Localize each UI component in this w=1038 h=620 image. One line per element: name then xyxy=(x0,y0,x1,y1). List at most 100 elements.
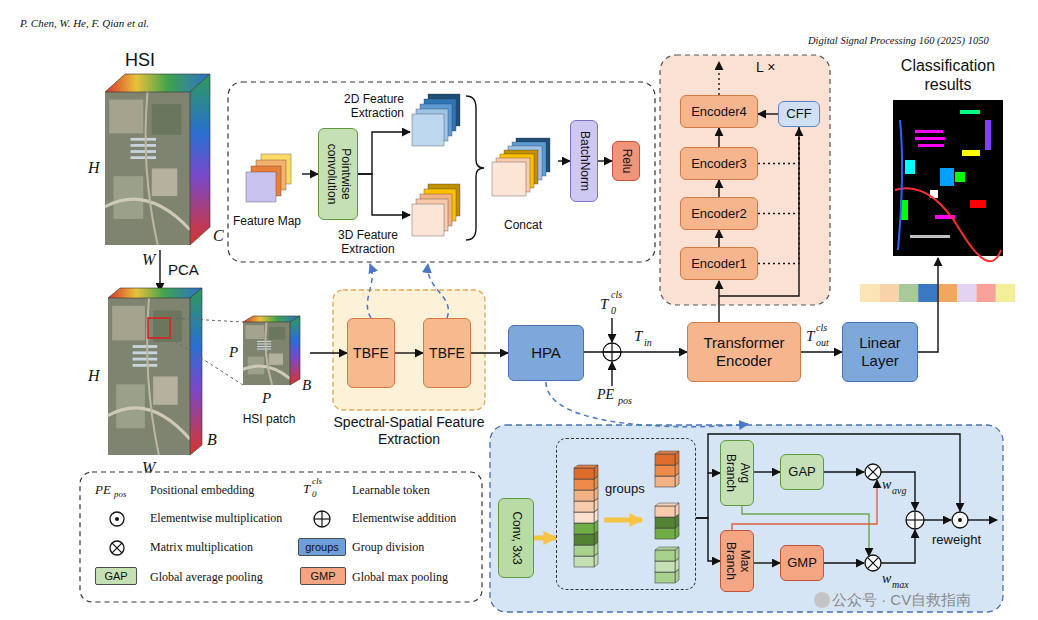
hsi-patch-cube xyxy=(269,354,283,365)
node-text: Conv, 3x3 xyxy=(509,502,523,574)
feature-stack-2d: 2D Feature Extraction xyxy=(410,88,462,150)
node-text: Encoder3 xyxy=(691,156,747,172)
legend-symbol: cls xyxy=(312,477,322,486)
channel-group xyxy=(655,465,675,476)
classification-map: Classification results xyxy=(878,56,1018,258)
connector-arrow xyxy=(358,132,410,174)
hsi-cube xyxy=(131,150,157,153)
channel-group xyxy=(655,572,675,583)
matrix-multiply-symbol xyxy=(865,555,881,571)
matrix-multiply-symbol xyxy=(867,466,878,477)
pca-cube xyxy=(108,288,202,298)
encoder-box: Encoder2 xyxy=(680,197,758,230)
class-score-bar xyxy=(879,284,898,302)
hsi-cube xyxy=(109,100,143,134)
group-division-box: groups xyxy=(556,438,696,590)
node-text: Avg Branch xyxy=(723,444,751,502)
channel-stack xyxy=(574,465,598,468)
legend-text: Elementwise addition xyxy=(352,512,456,524)
channel-group xyxy=(655,517,675,528)
hsi-patch-cube xyxy=(257,348,271,349)
hsi-cube xyxy=(152,104,182,135)
node-text: HSI xyxy=(85,50,195,72)
classification-map-image xyxy=(955,172,965,182)
connector-arrow xyxy=(758,127,799,164)
matrix-multiply-symbol xyxy=(110,541,124,555)
node-text: Encoder2 xyxy=(691,206,747,222)
elementwise-multiply-symbol xyxy=(958,518,962,522)
pca-cube xyxy=(133,345,158,348)
node-text: 2D Feature Extraction xyxy=(336,92,404,121)
connector-arrow xyxy=(696,473,720,518)
encoder-box: Encoder4 xyxy=(680,95,758,128)
connector-arrow xyxy=(395,352,423,353)
patch-marker xyxy=(148,318,170,338)
channel-group xyxy=(655,528,675,539)
connector-arrow xyxy=(534,536,556,541)
channel-stack xyxy=(574,523,594,534)
legend-swatch-label: GMP xyxy=(300,567,346,585)
pca-cube xyxy=(133,364,158,367)
gap-box: GAP xyxy=(780,454,824,490)
watermark-icon xyxy=(814,592,830,608)
pca-cube xyxy=(190,288,202,455)
journal-header: Digital Signal Processing 160 (2025) 105… xyxy=(808,36,989,47)
symbol-subscript: 0 xyxy=(611,306,616,316)
channel-stack xyxy=(574,512,594,523)
hsi-patch: HSI patch xyxy=(228,314,310,426)
concat-brace xyxy=(466,96,484,240)
hsi-cube: HSI xyxy=(85,50,195,250)
legend-symbol: T xyxy=(303,482,310,495)
gmp-box: GMP xyxy=(780,545,824,581)
node-text: L × xyxy=(756,59,796,76)
pca-arrow xyxy=(159,250,160,291)
pca-cube xyxy=(133,351,158,354)
symbol-subscript: max xyxy=(892,580,909,590)
classification-map-image xyxy=(970,200,986,208)
hsi-cube xyxy=(114,176,144,219)
node-text: Feature Map xyxy=(232,214,302,228)
class-score-bar xyxy=(918,284,937,302)
pca-cube xyxy=(112,306,145,341)
hsi-patch-cube xyxy=(257,341,271,342)
dimension-letter: C xyxy=(213,228,224,244)
class-score-bar xyxy=(976,284,995,302)
hsi-patch-cube xyxy=(245,325,264,339)
legend-text: Matrix multiplication xyxy=(150,541,253,553)
pca-cube xyxy=(133,358,158,361)
channel-group xyxy=(655,547,679,550)
channel-group xyxy=(655,451,679,454)
add-symbol xyxy=(914,511,915,529)
encoder-box: Encoder1 xyxy=(680,247,758,280)
connector-arrow xyxy=(358,174,410,215)
hsi-patch-cube xyxy=(290,316,300,385)
concat-stack: Concat xyxy=(488,128,558,232)
hsi-cube xyxy=(152,169,178,197)
weight-arrow xyxy=(881,472,915,510)
hsi-patch-cube xyxy=(243,322,290,385)
node-text: GMP xyxy=(787,555,817,571)
encoder-input xyxy=(718,281,719,322)
legend-text: Global max pooling xyxy=(352,571,448,583)
channel-stack xyxy=(574,556,594,567)
legend-text: Elementwise multiplication xyxy=(150,512,282,524)
legend-text: Group division xyxy=(352,541,424,553)
tbfe-box: TBFE xyxy=(347,318,395,388)
feature-map-stack xyxy=(246,172,276,202)
symbol-subscript: out xyxy=(816,338,829,348)
channel-stack xyxy=(574,490,594,501)
encoder-box: Encoder3 xyxy=(680,147,758,180)
classification-map-image xyxy=(893,100,1003,256)
reweight-label: reweight xyxy=(932,533,981,546)
class-score-bar xyxy=(860,284,879,302)
feature-stack-3d xyxy=(412,204,444,236)
classification-map-image xyxy=(915,137,945,140)
connector-arrow xyxy=(310,352,347,353)
symbol-base: T xyxy=(600,297,608,312)
classification-map-image xyxy=(910,235,950,238)
symbol-subscript: avg xyxy=(892,486,906,496)
channel-group xyxy=(655,506,675,517)
callout-arrow xyxy=(428,264,449,318)
symbol-base: w xyxy=(882,572,891,586)
hpa-detail-panel xyxy=(490,425,1003,612)
